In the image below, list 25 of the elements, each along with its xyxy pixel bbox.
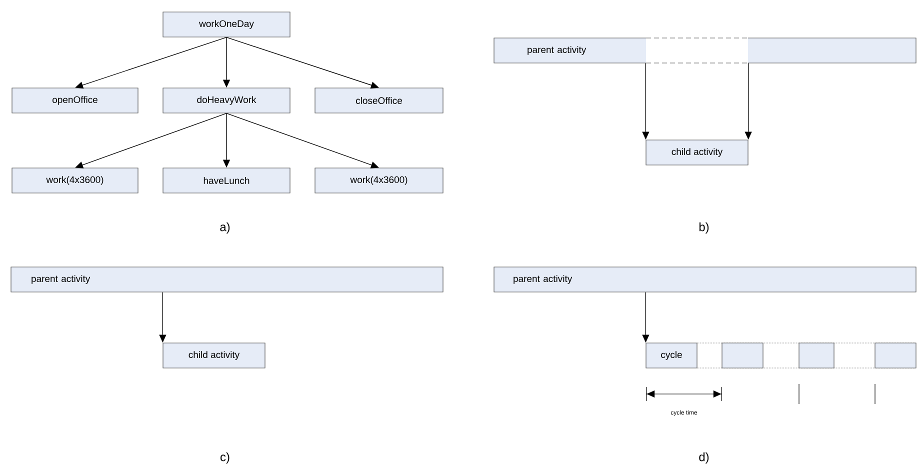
activity-box: haveLunch	[162, 168, 290, 194]
panel-label: c)	[220, 452, 230, 464]
activity-box: child activity	[646, 140, 748, 166]
activity-box: openOffice	[12, 88, 138, 114]
activity-box: doHeavyWork	[162, 88, 290, 114]
activity-box: work(4x3600)	[12, 168, 138, 194]
panel-label: b)	[699, 222, 709, 234]
panel-label: a)	[220, 222, 230, 234]
activity-box: workOneDay	[162, 12, 290, 38]
panel-label: d)	[699, 452, 709, 464]
node-label: parent activity	[528, 46, 586, 55]
activity-box: cycle	[646, 342, 698, 368]
arrow	[75, 36, 227, 89]
cycle-box	[722, 342, 764, 368]
activity-box: child activity	[162, 342, 266, 368]
cycle-box	[874, 342, 916, 368]
activity-bar: parent activity	[494, 266, 916, 292]
arrow	[75, 112, 227, 168]
arrow	[226, 112, 379, 168]
cycle-box	[798, 342, 834, 368]
activity-bar: parent activity	[494, 38, 916, 64]
activity-bar: parent activity	[10, 266, 444, 292]
activity-box: closeOffice	[314, 88, 444, 114]
arrow	[226, 36, 379, 89]
activity-box: work(4x3600)	[314, 168, 444, 194]
